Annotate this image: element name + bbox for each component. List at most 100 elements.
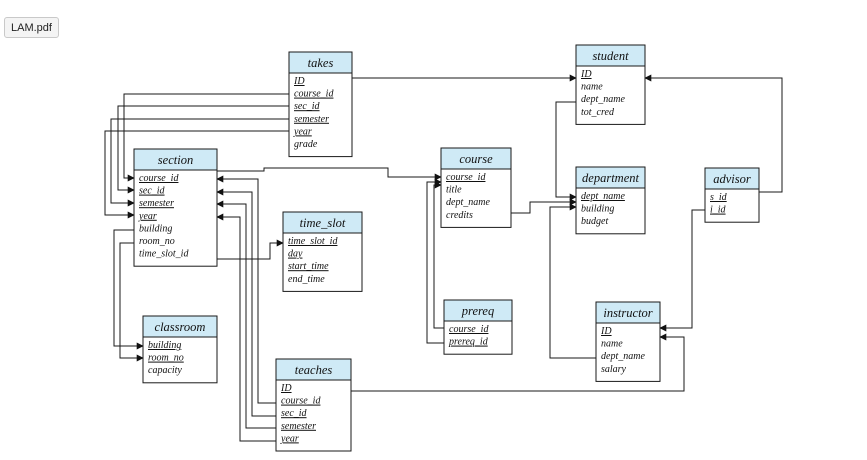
attribute: capacity	[148, 365, 182, 376]
connector-line	[217, 239, 284, 260]
attribute: ID	[280, 383, 292, 394]
table-title: student	[592, 49, 629, 63]
table-body	[440, 168, 512, 228]
attribute: building	[148, 340, 181, 351]
table-body	[595, 322, 661, 382]
file-name-button[interactable]: LAM.pdf	[4, 17, 59, 38]
attribute: sec_id	[281, 408, 308, 419]
attribute: grade	[294, 139, 318, 150]
attribute: ID	[600, 326, 612, 337]
table-body	[282, 232, 363, 292]
attribute: tot_cred	[581, 107, 615, 118]
table-body	[575, 187, 646, 235]
connector-lines	[104, 74, 783, 442]
connector-line	[123, 93, 289, 182]
attribute: time_slot_id	[288, 236, 338, 247]
attribute: title	[446, 185, 462, 196]
attribute: i_id	[710, 205, 727, 216]
table-body	[275, 379, 352, 452]
attribute: course_id	[446, 172, 486, 183]
attribute: sec_id	[139, 186, 166, 197]
attribute: name	[601, 339, 623, 350]
attribute: salary	[601, 364, 627, 375]
attribute: prereq_id	[448, 337, 489, 348]
table-title: advisor	[713, 172, 751, 186]
connector-line	[644, 74, 783, 193]
table-title: takes	[308, 56, 334, 70]
table-body	[288, 72, 353, 158]
table-body	[133, 169, 218, 267]
connector-line	[351, 333, 685, 392]
connector-line	[110, 118, 289, 207]
table-prereq: prereq course_id prereq_id	[443, 299, 513, 355]
table-title: section	[158, 153, 193, 167]
table-title: instructor	[603, 306, 652, 320]
attribute: semester	[294, 114, 329, 125]
table-title: course	[459, 152, 493, 166]
attribute: year	[138, 211, 157, 222]
attribute: room_no	[139, 236, 175, 247]
attribute: semester	[281, 421, 316, 432]
attribute: dept_name	[601, 351, 645, 362]
attribute: semester	[139, 198, 174, 209]
attribute: year	[280, 433, 299, 444]
attribute: building	[139, 223, 172, 234]
attribute: start_time	[288, 261, 329, 272]
attribute: dept_name	[581, 94, 625, 105]
attribute: building	[581, 204, 614, 215]
attribute: ID	[580, 69, 592, 80]
table-advisor: advisor s_id i_id	[704, 167, 760, 223]
connector-line	[117, 105, 289, 194]
connector-line	[216, 188, 276, 417]
connector-line	[119, 242, 144, 362]
table-body	[575, 65, 646, 125]
tables-layer: takesIDcourse_idsec_idsemesteryeargrades…	[133, 44, 760, 452]
attribute: sec_id	[294, 101, 321, 112]
table-title: prereq	[461, 304, 494, 318]
table-body	[704, 188, 760, 223]
connector-line	[511, 198, 577, 214]
connector-line	[659, 209, 705, 332]
attribute: end_time	[288, 274, 325, 285]
connector-line	[217, 167, 442, 181]
connector-line	[104, 130, 289, 219]
attribute: time_slot_id	[139, 249, 189, 260]
attribute: s_id	[710, 192, 728, 203]
attribute: day	[288, 249, 303, 260]
table-body	[142, 336, 218, 384]
table-title: classroom	[155, 320, 206, 334]
attribute: ID	[293, 76, 305, 87]
attribute: dept_name	[446, 197, 490, 208]
attribute: course_id	[139, 173, 179, 184]
attribute: credits	[446, 210, 473, 221]
attribute: budget	[581, 216, 608, 227]
connector-line	[549, 203, 596, 359]
connector-line	[555, 101, 577, 201]
connector-line	[113, 229, 144, 350]
table-title: department	[582, 171, 639, 185]
attribute: course_id	[449, 324, 489, 335]
attribute: course_id	[294, 89, 334, 100]
connector-line	[426, 178, 444, 344]
attribute: dept_name	[581, 191, 625, 202]
attribute: name	[581, 82, 603, 93]
table-body	[443, 320, 513, 355]
connector-line	[216, 175, 276, 404]
table-title: time_slot	[300, 216, 346, 230]
attribute: year	[293, 126, 312, 137]
attribute: course_id	[281, 396, 321, 407]
connector-line	[216, 213, 276, 442]
table-title: teaches	[295, 363, 333, 377]
attribute: room_no	[148, 353, 184, 364]
connector-line	[216, 200, 276, 429]
